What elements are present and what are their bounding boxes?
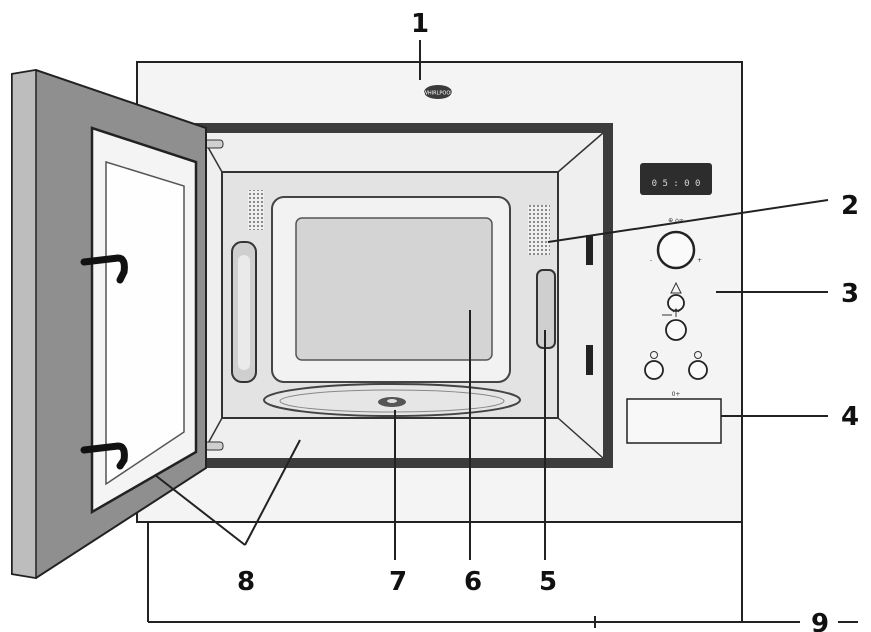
control-dial[interactable]: [656, 230, 696, 270]
logo-badge: [424, 85, 452, 99]
start-icon: [694, 351, 702, 359]
callout-7: 7: [389, 567, 407, 597]
door-hook-bottom: [80, 442, 128, 470]
right-vents: [528, 205, 550, 255]
left-vents: [248, 190, 264, 230]
leader-lines: [154, 40, 829, 560]
latch-slot-bottom: [586, 345, 593, 375]
door-hook-top: [80, 254, 128, 284]
control-panel: 0 5 : 0 0 ⊕ ⌂∞ - + 0+: [626, 163, 722, 444]
leader-2: [547, 199, 829, 243]
hinge-bottom: [204, 441, 224, 451]
open-door: [11, 68, 207, 580]
defrost-icon: [662, 308, 680, 317]
cavity-edge-br: [557, 417, 604, 459]
cavity-edge-tr: [557, 132, 604, 173]
display-text: 0 5 : 0 0: [652, 179, 701, 189]
side-lamp-inner: [238, 255, 250, 370]
display-screen: [640, 163, 712, 195]
button-stop[interactable]: [644, 360, 664, 380]
callout-5: 5: [539, 567, 557, 597]
leader-8a: [154, 474, 246, 546]
rating-plate: [626, 398, 722, 444]
turntable-inner: [279, 389, 505, 413]
cavity-back-window: [295, 217, 493, 361]
callout-1: 1: [411, 9, 429, 39]
latch-slot-top: [586, 235, 593, 265]
callout-4: 4: [841, 402, 859, 432]
cavity-opening: [190, 123, 613, 468]
callout-8: 8: [237, 567, 255, 597]
door-edge: [11, 69, 37, 579]
brand-logo: WHIRLPOOL: [423, 85, 453, 99]
dial-top-marks: ⊕ ⌂∞: [668, 217, 684, 224]
button-start[interactable]: [688, 360, 708, 380]
callout-2: 2: [841, 191, 859, 221]
pizza-icon: [670, 281, 682, 294]
leader-8b: [244, 439, 301, 546]
dial-plus-mark: +: [697, 257, 702, 264]
turntable-coupler-hub: [387, 399, 397, 403]
plate-label: 0+: [672, 391, 681, 398]
button-defrost[interactable]: [665, 319, 687, 341]
door-window: [105, 160, 185, 486]
hinge-top: [204, 139, 224, 149]
stop-icon: [650, 351, 658, 359]
callout-3: 3: [841, 279, 859, 309]
dial-minus-mark: -: [650, 257, 652, 264]
callout-9: 9: [811, 609, 829, 632]
logo-text: WHIRLPOOL: [423, 91, 453, 97]
callout-labels: 1 2 3 4 5 6 7 8 9: [237, 9, 859, 632]
callout-6: 6: [464, 567, 482, 597]
